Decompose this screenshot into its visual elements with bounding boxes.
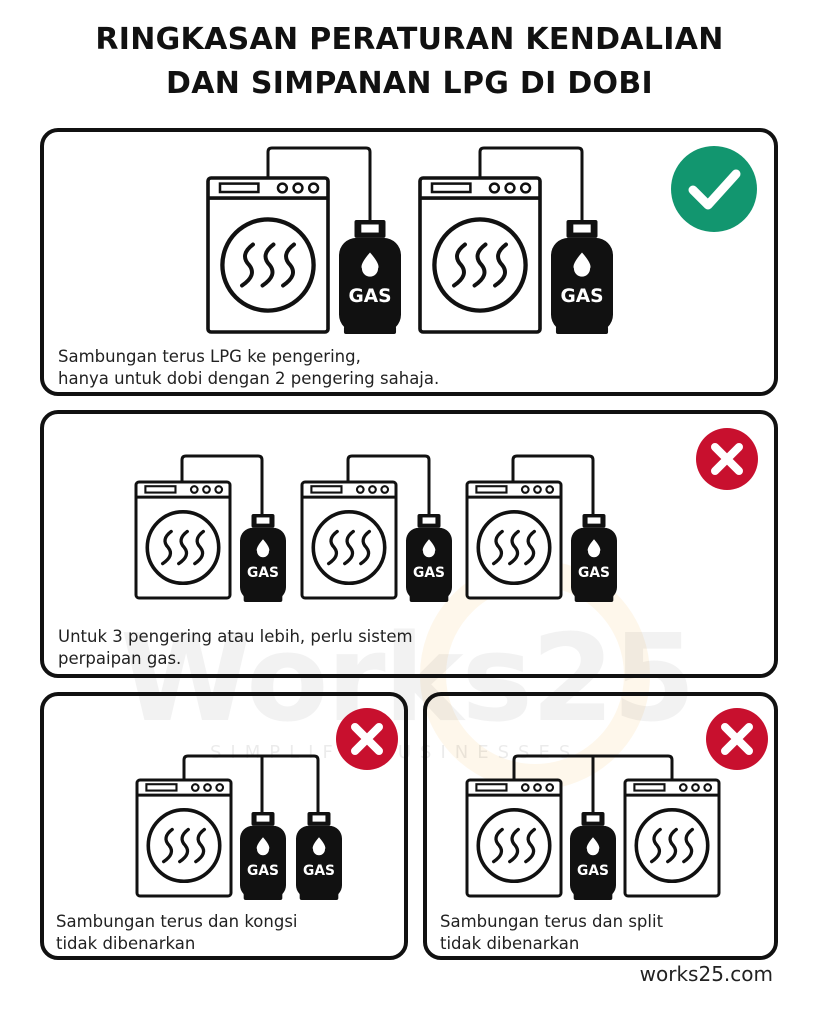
- gas-pipe: [180, 454, 264, 516]
- gas-cylinder-icon: GAS: [296, 812, 342, 900]
- cross-icon: [706, 708, 768, 770]
- caption-line: tidak dibenarkan: [56, 934, 196, 953]
- gas-cylinder-icon: GAS: [406, 514, 452, 602]
- dryer-icon: [300, 480, 398, 600]
- cylinder-gas-label: GAS: [348, 286, 391, 307]
- gas-pipe: [478, 146, 584, 222]
- dryer-icon: [134, 480, 232, 600]
- caption-line: Untuk 3 pengering atau lebih, perlu sist…: [58, 627, 413, 646]
- title-line-2: DAN SIMPANAN LPG DI DOBI: [166, 66, 653, 101]
- gas-cylinder-icon: GAS: [339, 220, 401, 334]
- caption-panel-1: Sambungan terus LPG ke pengering, hanya …: [58, 346, 439, 390]
- cylinder-gas-label: GAS: [303, 863, 335, 879]
- footer-website: works25.com: [639, 962, 773, 986]
- gas-pipe: [511, 454, 595, 516]
- gas-cylinder-icon: GAS: [571, 514, 617, 602]
- dryer-icon: [623, 778, 721, 898]
- cylinder-gas-label: GAS: [578, 565, 610, 581]
- caption-panel-3: Sambungan terus dan kongsi tidak dibenar…: [56, 911, 298, 955]
- caption-panel-2: Untuk 3 pengering atau lebih, perlu sist…: [58, 626, 413, 670]
- gas-cylinder-icon: GAS: [551, 220, 613, 334]
- caption-line: Sambungan terus dan kongsi: [56, 912, 298, 931]
- cylinder-gas-label: GAS: [413, 565, 445, 581]
- dryer-icon: [465, 480, 563, 600]
- dryer-icon: [206, 176, 330, 334]
- gas-cylinder-icon: GAS: [240, 514, 286, 602]
- page-title: RINGKASAN PERATURAN KENDALIAN DAN SIMPAN…: [0, 18, 819, 106]
- gas-pipe: [182, 754, 320, 814]
- cylinder-gas-label: GAS: [577, 863, 609, 879]
- dryer-icon: [135, 778, 233, 898]
- cross-icon: [336, 708, 398, 770]
- caption-line: hanya untuk dobi dengan 2 pengering saha…: [58, 369, 440, 388]
- panel-shared-connection-not-allowed: [40, 692, 408, 960]
- caption-panel-4: Sambungan terus dan split tidak dibenark…: [440, 911, 663, 955]
- title-line-1: RINGKASAN PERATURAN KENDALIAN: [95, 22, 724, 57]
- gas-pipe: [266, 146, 372, 222]
- cross-icon: [696, 428, 758, 490]
- cylinder-gas-label: GAS: [560, 286, 603, 307]
- panel-three-dryers-not-allowed: [40, 410, 778, 678]
- gas-cylinder-icon: GAS: [570, 812, 616, 900]
- gas-pipe: [346, 454, 431, 516]
- check-icon: [671, 146, 757, 232]
- caption-line: tidak dibenarkan: [440, 934, 580, 953]
- caption-line: Sambungan terus dan split: [440, 912, 664, 931]
- caption-line: perpaipan gas.: [58, 649, 182, 668]
- panel-split-connection-not-allowed: [423, 692, 778, 960]
- cylinder-gas-label: GAS: [247, 565, 279, 581]
- caption-line: Sambungan terus LPG ke pengering,: [58, 347, 361, 366]
- gas-cylinder-icon: GAS: [240, 812, 286, 900]
- cylinder-gas-label: GAS: [247, 863, 279, 879]
- panel-two-dryers-allowed: [40, 128, 778, 396]
- dryer-icon: [418, 176, 542, 334]
- dryer-icon: [465, 778, 563, 898]
